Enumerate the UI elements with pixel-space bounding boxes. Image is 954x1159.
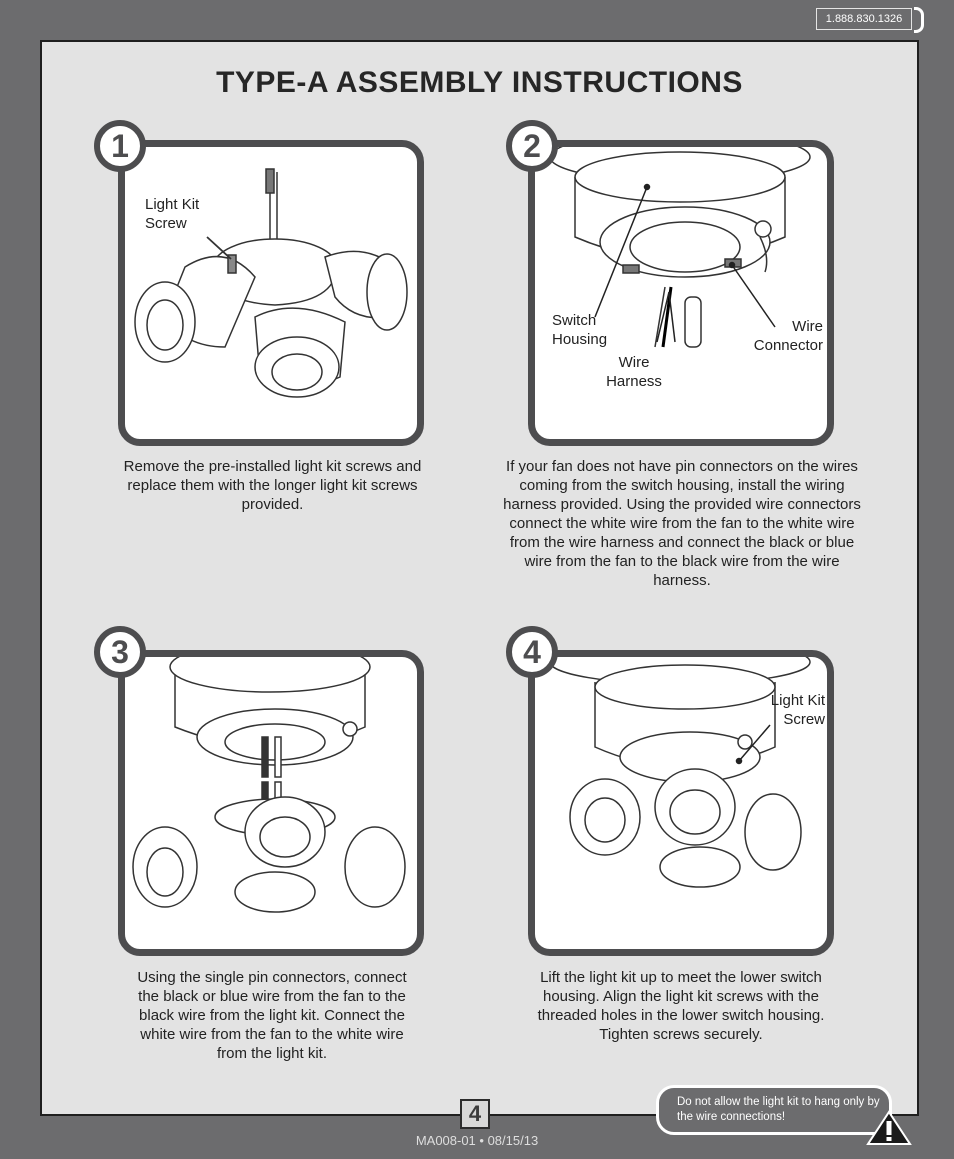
page-title: TYPE-A ASSEMBLY INSTRUCTIONS (216, 66, 743, 99)
step-2-badge: 2 (506, 120, 558, 172)
step-1-caption: Remove the pre-installed light kit screw… (123, 458, 422, 513)
switch-housing-drawing (549, 147, 811, 348)
step-3-illustration-panel (118, 650, 424, 956)
step-3-caption: Using the single pin connectors, connect… (137, 969, 407, 1062)
step-3-badge: 3 (94, 626, 146, 678)
step-4-illustration-panel: Light Kit Screw (528, 650, 834, 956)
step-4-caption: Lift the light kit up to meet the lower … (537, 969, 825, 1043)
wire-connector-label: Wire Connector (753, 318, 823, 354)
wire-harness-label: Wire Harness (606, 354, 662, 390)
light-kit-screw-label: Light Kit Screw (770, 692, 825, 728)
step-2-caption: If your fan does not have pin connectors… (503, 458, 861, 589)
step-2-illustration-panel: Switch Housing Wire Harness Wire Connect… (528, 140, 834, 446)
warning-triangle-icon (866, 1110, 912, 1146)
light-kit-drawing (134, 168, 408, 398)
light-kit-screw-label: Light Kit Screw (145, 196, 200, 232)
step-4-badge: 4 (506, 626, 558, 678)
phone-number: 1.888.830.1326 (816, 8, 912, 30)
document-code: MA008-01 • 08/15/13 (415, 1133, 539, 1148)
step-1-badge: 1 (94, 120, 146, 172)
phone-icon (914, 7, 924, 33)
switch-housing-label: Switch Housing (552, 312, 608, 348)
step-1-illustration-panel: Light Kit Screw (118, 140, 424, 446)
warning-text: Do not allow the light kit to hang only … (677, 1096, 880, 1123)
pin-connector-drawing (132, 657, 406, 913)
warning-callout: Do not allow the light kit to hang only … (656, 1085, 892, 1135)
page-number: 4 (460, 1099, 490, 1129)
lift-light-kit-drawing (549, 657, 811, 888)
